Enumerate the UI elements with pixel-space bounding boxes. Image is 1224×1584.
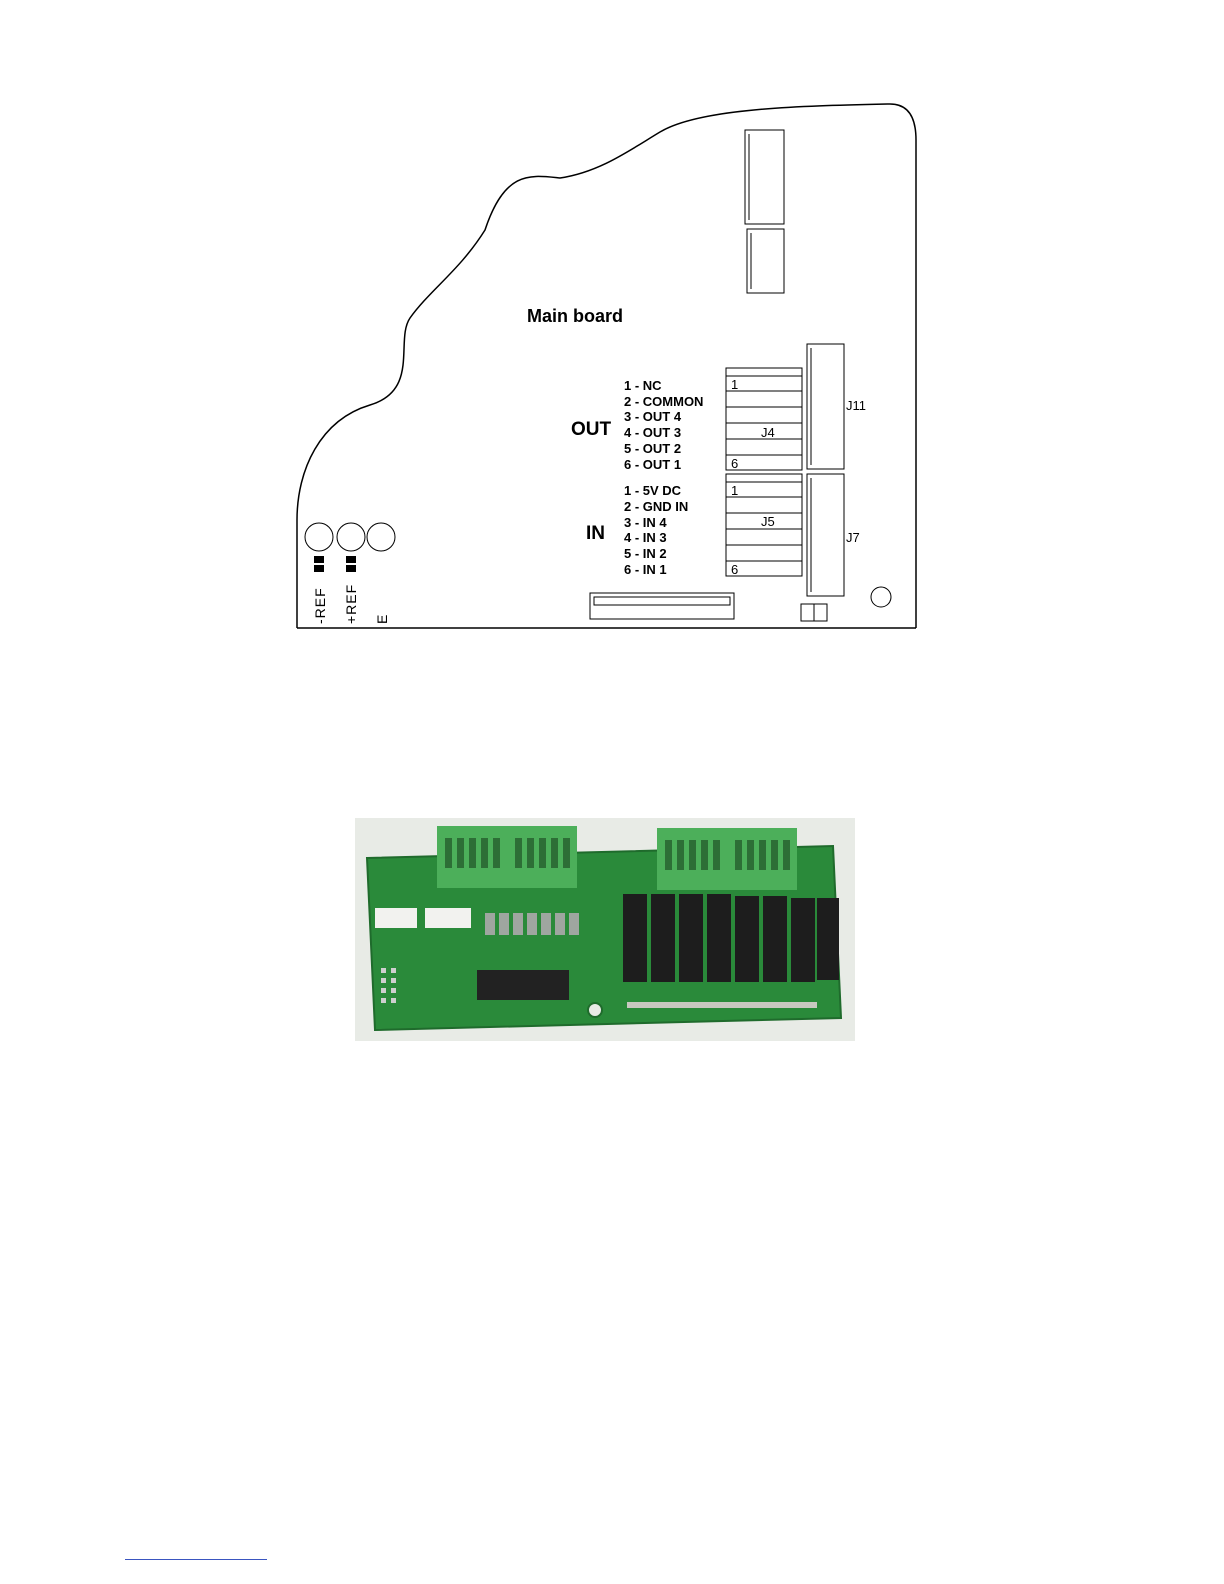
terminal-block-2 [507, 826, 577, 888]
out-pin-1: 1 - NC [624, 378, 662, 393]
connector-j9 [745, 130, 784, 224]
out-pin-2: 2 - COMMON [624, 394, 703, 409]
e-label: E [374, 615, 390, 624]
white-connector-1 [375, 908, 417, 928]
out-pin-3: 3 - OUT 4 [624, 409, 682, 424]
connector-bottom-inner [594, 597, 730, 605]
e-terminal [367, 523, 395, 551]
board-title: Main board [527, 306, 623, 326]
in-pin-3: 3 - IN 4 [624, 515, 667, 530]
connector-j10 [747, 229, 784, 293]
terminal-block-1 [437, 826, 507, 888]
in-pin-5: 5 - IN 2 [624, 546, 667, 561]
ref-minus-jumper-bottom [314, 565, 324, 572]
mounting-hole [871, 587, 891, 607]
in-pin-4: 4 - IN 3 [624, 530, 667, 545]
ref-plus-jumper-top [346, 556, 356, 563]
out-pin-4: 4 - OUT 3 [624, 425, 681, 440]
out-pin-5: 5 - OUT 2 [624, 441, 681, 456]
ref-plus-label: +REF [343, 584, 359, 624]
j5-label: J5 [761, 514, 775, 529]
white-connector-2 [425, 908, 471, 928]
photo-mounting-hole [588, 1003, 602, 1017]
in-pin-6: 6 - IN 1 [624, 562, 667, 577]
main-board-diagram: Main board 1 J4 6 J11 1 J5 6 J7 OUT 1 - … [0, 0, 1224, 700]
relay-board-photo [355, 818, 855, 1041]
j4-pin-first: 1 [731, 377, 738, 392]
in-pin-1: 1 - 5V DC [624, 483, 682, 498]
ref-minus-terminal [305, 523, 333, 551]
ref-minus-label: -REF [312, 587, 328, 624]
footnote-separator [125, 1559, 267, 1560]
connector-j11 [807, 344, 844, 469]
in-heading: IN [586, 523, 605, 544]
board-outline [297, 104, 916, 628]
ic-chip [477, 970, 569, 1000]
relay-board-illustration [355, 818, 855, 1041]
terminal-block-4 [727, 828, 797, 890]
bottom-component-row [627, 1002, 817, 1008]
connector-j7 [807, 474, 844, 596]
ref-plus-jumper-bottom [346, 565, 356, 572]
j5-pin-last: 6 [731, 562, 738, 577]
relay-row [623, 894, 839, 982]
in-pin-2: 2 - GND IN [624, 499, 688, 514]
out-pin-6: 6 - OUT 1 [624, 457, 681, 472]
j11-label: J11 [846, 398, 866, 413]
j4-label: J4 [761, 425, 775, 440]
resistor-row [485, 913, 579, 935]
j7-label: J7 [846, 530, 860, 545]
ref-plus-terminal [337, 523, 365, 551]
j4-pin-last: 6 [731, 456, 738, 471]
j5-pin-first: 1 [731, 483, 738, 498]
out-heading: OUT [571, 419, 612, 440]
ref-minus-jumper-top [314, 556, 324, 563]
terminal-block-3 [657, 828, 727, 890]
